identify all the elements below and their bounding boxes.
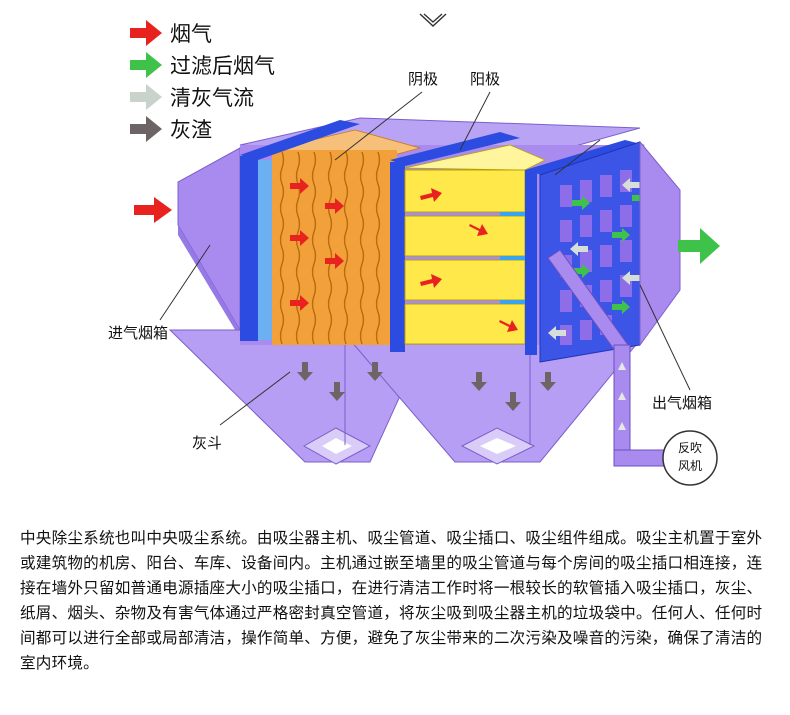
legend-item-filtered-gas: 过滤后烟气: [130, 52, 275, 78]
outlet-arrow-icon: [678, 228, 720, 264]
legend-item-flue-gas: 烟气: [130, 20, 212, 46]
precipitator-diagram: 烟气 过滤后烟气 清灰气流 灰渣: [108, 13, 720, 486]
fan-label-line2: 风机: [678, 459, 702, 473]
frame-right: [525, 170, 537, 355]
label-outlet-box: 出气烟箱: [652, 394, 712, 412]
legend-item-ash: 灰渣: [130, 116, 212, 142]
inlet-box-shade: [178, 225, 240, 338]
legend: 烟气 过滤后烟气 清灰气流 灰渣: [130, 20, 275, 142]
frame-left-glass: [258, 160, 272, 340]
hopper-outlet-left-hole: [322, 438, 352, 454]
frame-middle-top: [390, 132, 520, 166]
legend-label: 清灰气流: [170, 86, 254, 110]
legend-label: 过滤后烟气: [170, 54, 275, 78]
cleaning-pipe-horizontal: [613, 449, 670, 467]
label-anode: 阳极: [470, 70, 500, 88]
green-arrow-icon: [130, 52, 162, 78]
ash-arrows: [297, 362, 556, 411]
cleaning-air-arrows-pipe: [618, 362, 626, 440]
frame-right-top: [525, 140, 645, 176]
legend-label: 烟气: [170, 22, 212, 46]
frame-left: [240, 156, 258, 341]
hopper-outlet-right-hole: [480, 438, 516, 454]
red-arrow-icon: [130, 20, 162, 46]
legend-label: 灰渣: [170, 118, 212, 142]
outlet-box: [639, 140, 681, 347]
description-text: 中央除尘系统也叫中央吸尘系统。由吸尘器主机、吸尘管道、吸尘插口、吸尘组件组成。吸…: [20, 529, 771, 672]
frame-left-top: [240, 120, 360, 160]
gray-arrow-icon: [130, 84, 162, 110]
collection-plates: [404, 144, 546, 345]
filter-pleats: [279, 151, 381, 345]
inlet-arrow-icon: [134, 197, 172, 223]
dark-arrow-icon: [130, 116, 162, 142]
flue-gas-arrows-plates: [420, 188, 518, 332]
inlet-box: [177, 147, 241, 332]
label-inlet-box: 进气烟箱: [108, 324, 168, 342]
label-cathode: 阴极: [408, 70, 438, 88]
cleaning-air-arrows-grid: [548, 178, 640, 340]
blowback-fan: 反吹 风机: [662, 430, 718, 486]
chevron-down-icon: [419, 13, 447, 27]
frame-middle: [390, 162, 405, 352]
legend-item-cleaning-air: 清灰气流: [130, 84, 254, 110]
leader-lines: [159, 91, 691, 426]
flue-gas-arrows-filter: [290, 178, 344, 311]
label-ash-hopper: 灰斗: [192, 434, 222, 452]
filter-section: [272, 150, 397, 345]
fan-label-line1: 反吹: [678, 441, 702, 455]
